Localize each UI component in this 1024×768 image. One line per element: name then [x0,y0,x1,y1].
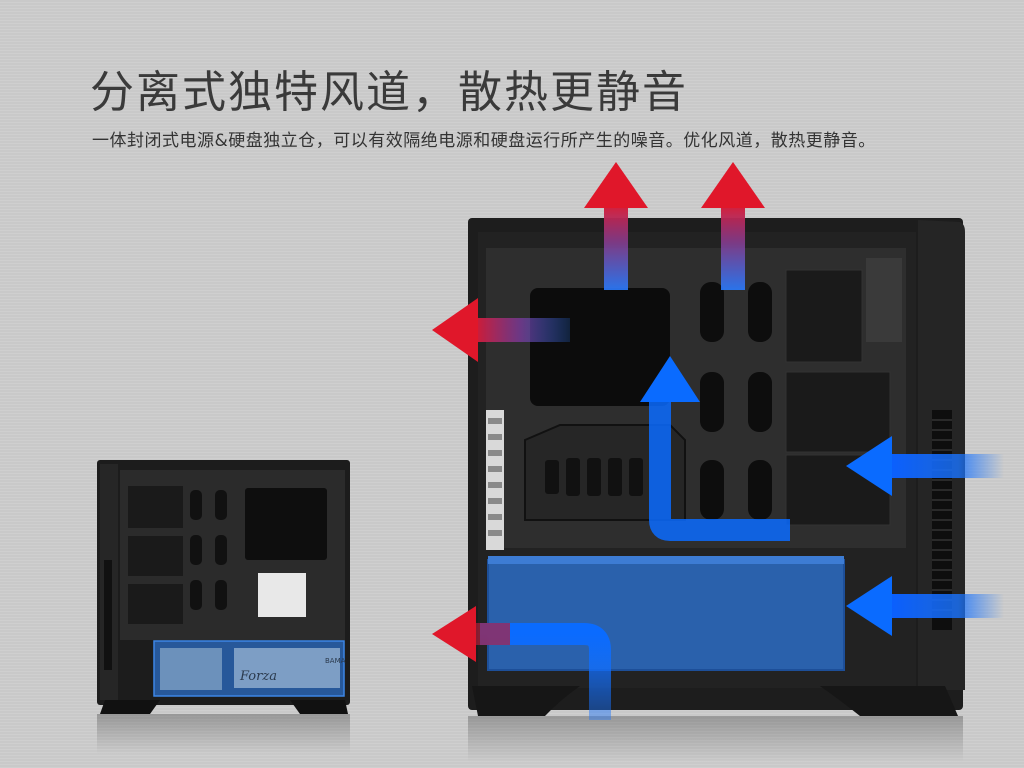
intake-arrow-upper [846,436,1004,496]
psu-small-label: BAMA [325,657,346,665]
small-case [97,460,350,754]
psu-chamber-airflow-arrow [432,606,611,720]
internal-airflow-arrow [640,356,790,541]
large-case [468,218,965,762]
exhaust-arrow-top-left [584,162,648,290]
exhaust-arrow-top-right [701,162,765,290]
exhaust-arrow-rear [432,298,570,362]
intake-arrow-lower [846,576,1004,636]
feature-description: 一体封闭式电源&硬盘独立仓，可以有效隔绝电源和硬盘运行所产生的噪音。优化风道，散… [92,131,876,151]
page-title: 分离式独特风道，散热更静音 [90,67,688,118]
psu-brand-label: Forza [240,669,277,684]
